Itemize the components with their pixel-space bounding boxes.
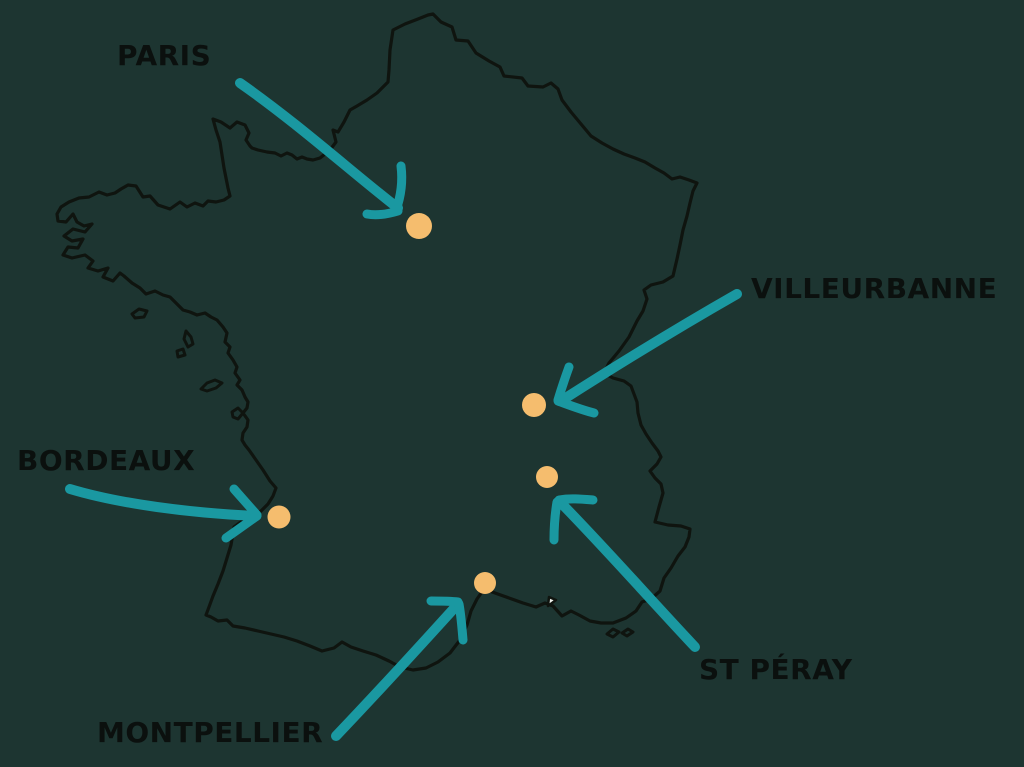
island-yeu [175, 347, 187, 359]
island-med-west [605, 627, 621, 639]
city-dot-montpellier [474, 572, 496, 594]
city-label-bordeaux: BORDEAUX [17, 444, 196, 477]
city-dot-paris [406, 213, 432, 239]
arrow-bordeaux [65, 484, 262, 543]
island-noirmoutier [182, 329, 195, 349]
arrow-paris [235, 78, 407, 220]
city-dot-st-peray [536, 466, 558, 488]
arrow-st-peray [549, 494, 700, 652]
island-re [199, 378, 224, 393]
france-outline [55, 12, 699, 672]
city-dot-villeurbanne [522, 393, 546, 417]
island-oleron [230, 406, 245, 421]
city-label-st-peray: ST PÉRAY [699, 653, 853, 686]
city-label-villeurbanne: VILLEURBANNE [751, 272, 998, 305]
island-belle-ile [130, 307, 149, 320]
city-dot-bordeaux [267, 505, 291, 529]
city-label-paris: PARIS [117, 39, 212, 72]
island-med-east [620, 627, 635, 638]
city-label-montpellier: MONTPELLIER [97, 716, 324, 749]
arrow-montpellier [331, 596, 468, 741]
arrow-villeurbanne [553, 289, 742, 418]
sailboat-icon [546, 595, 558, 608]
